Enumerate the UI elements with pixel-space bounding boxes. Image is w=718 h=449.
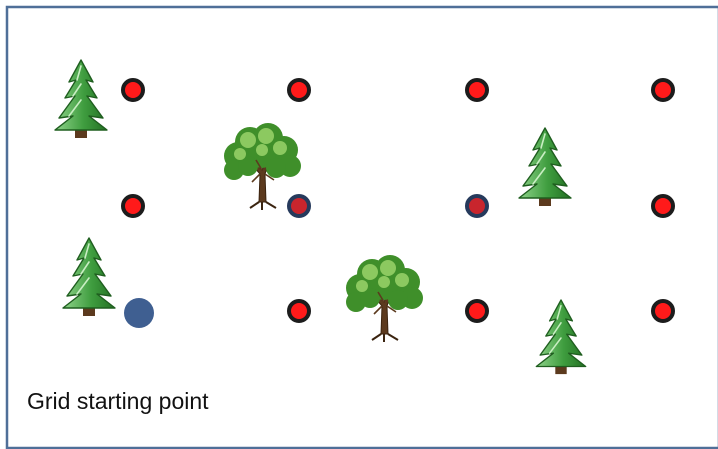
grid-point bbox=[287, 78, 311, 102]
grid-point bbox=[651, 78, 675, 102]
pine-tree-icon bbox=[518, 127, 572, 206]
grid-point bbox=[121, 194, 145, 218]
grid-point bbox=[651, 194, 675, 218]
start-point-marker bbox=[124, 298, 154, 328]
pine-tree-icon bbox=[54, 59, 108, 138]
grid-points-layer bbox=[121, 78, 675, 328]
visited-grid-point bbox=[287, 194, 311, 218]
visited-grid-point bbox=[465, 194, 489, 218]
grid-point bbox=[287, 299, 311, 323]
trees-layer bbox=[54, 59, 587, 375]
grid-point bbox=[465, 299, 489, 323]
grid-point bbox=[651, 299, 675, 323]
pine-tree-icon bbox=[535, 299, 587, 375]
leafy-tree-icon bbox=[224, 123, 301, 210]
grid-starting-point-label: Grid starting point bbox=[27, 388, 209, 414]
grid-point bbox=[121, 78, 145, 102]
grid-point bbox=[465, 78, 489, 102]
pine-tree-icon bbox=[62, 237, 116, 316]
diagram-frame bbox=[5, 5, 718, 449]
leafy-tree-icon bbox=[346, 255, 423, 342]
